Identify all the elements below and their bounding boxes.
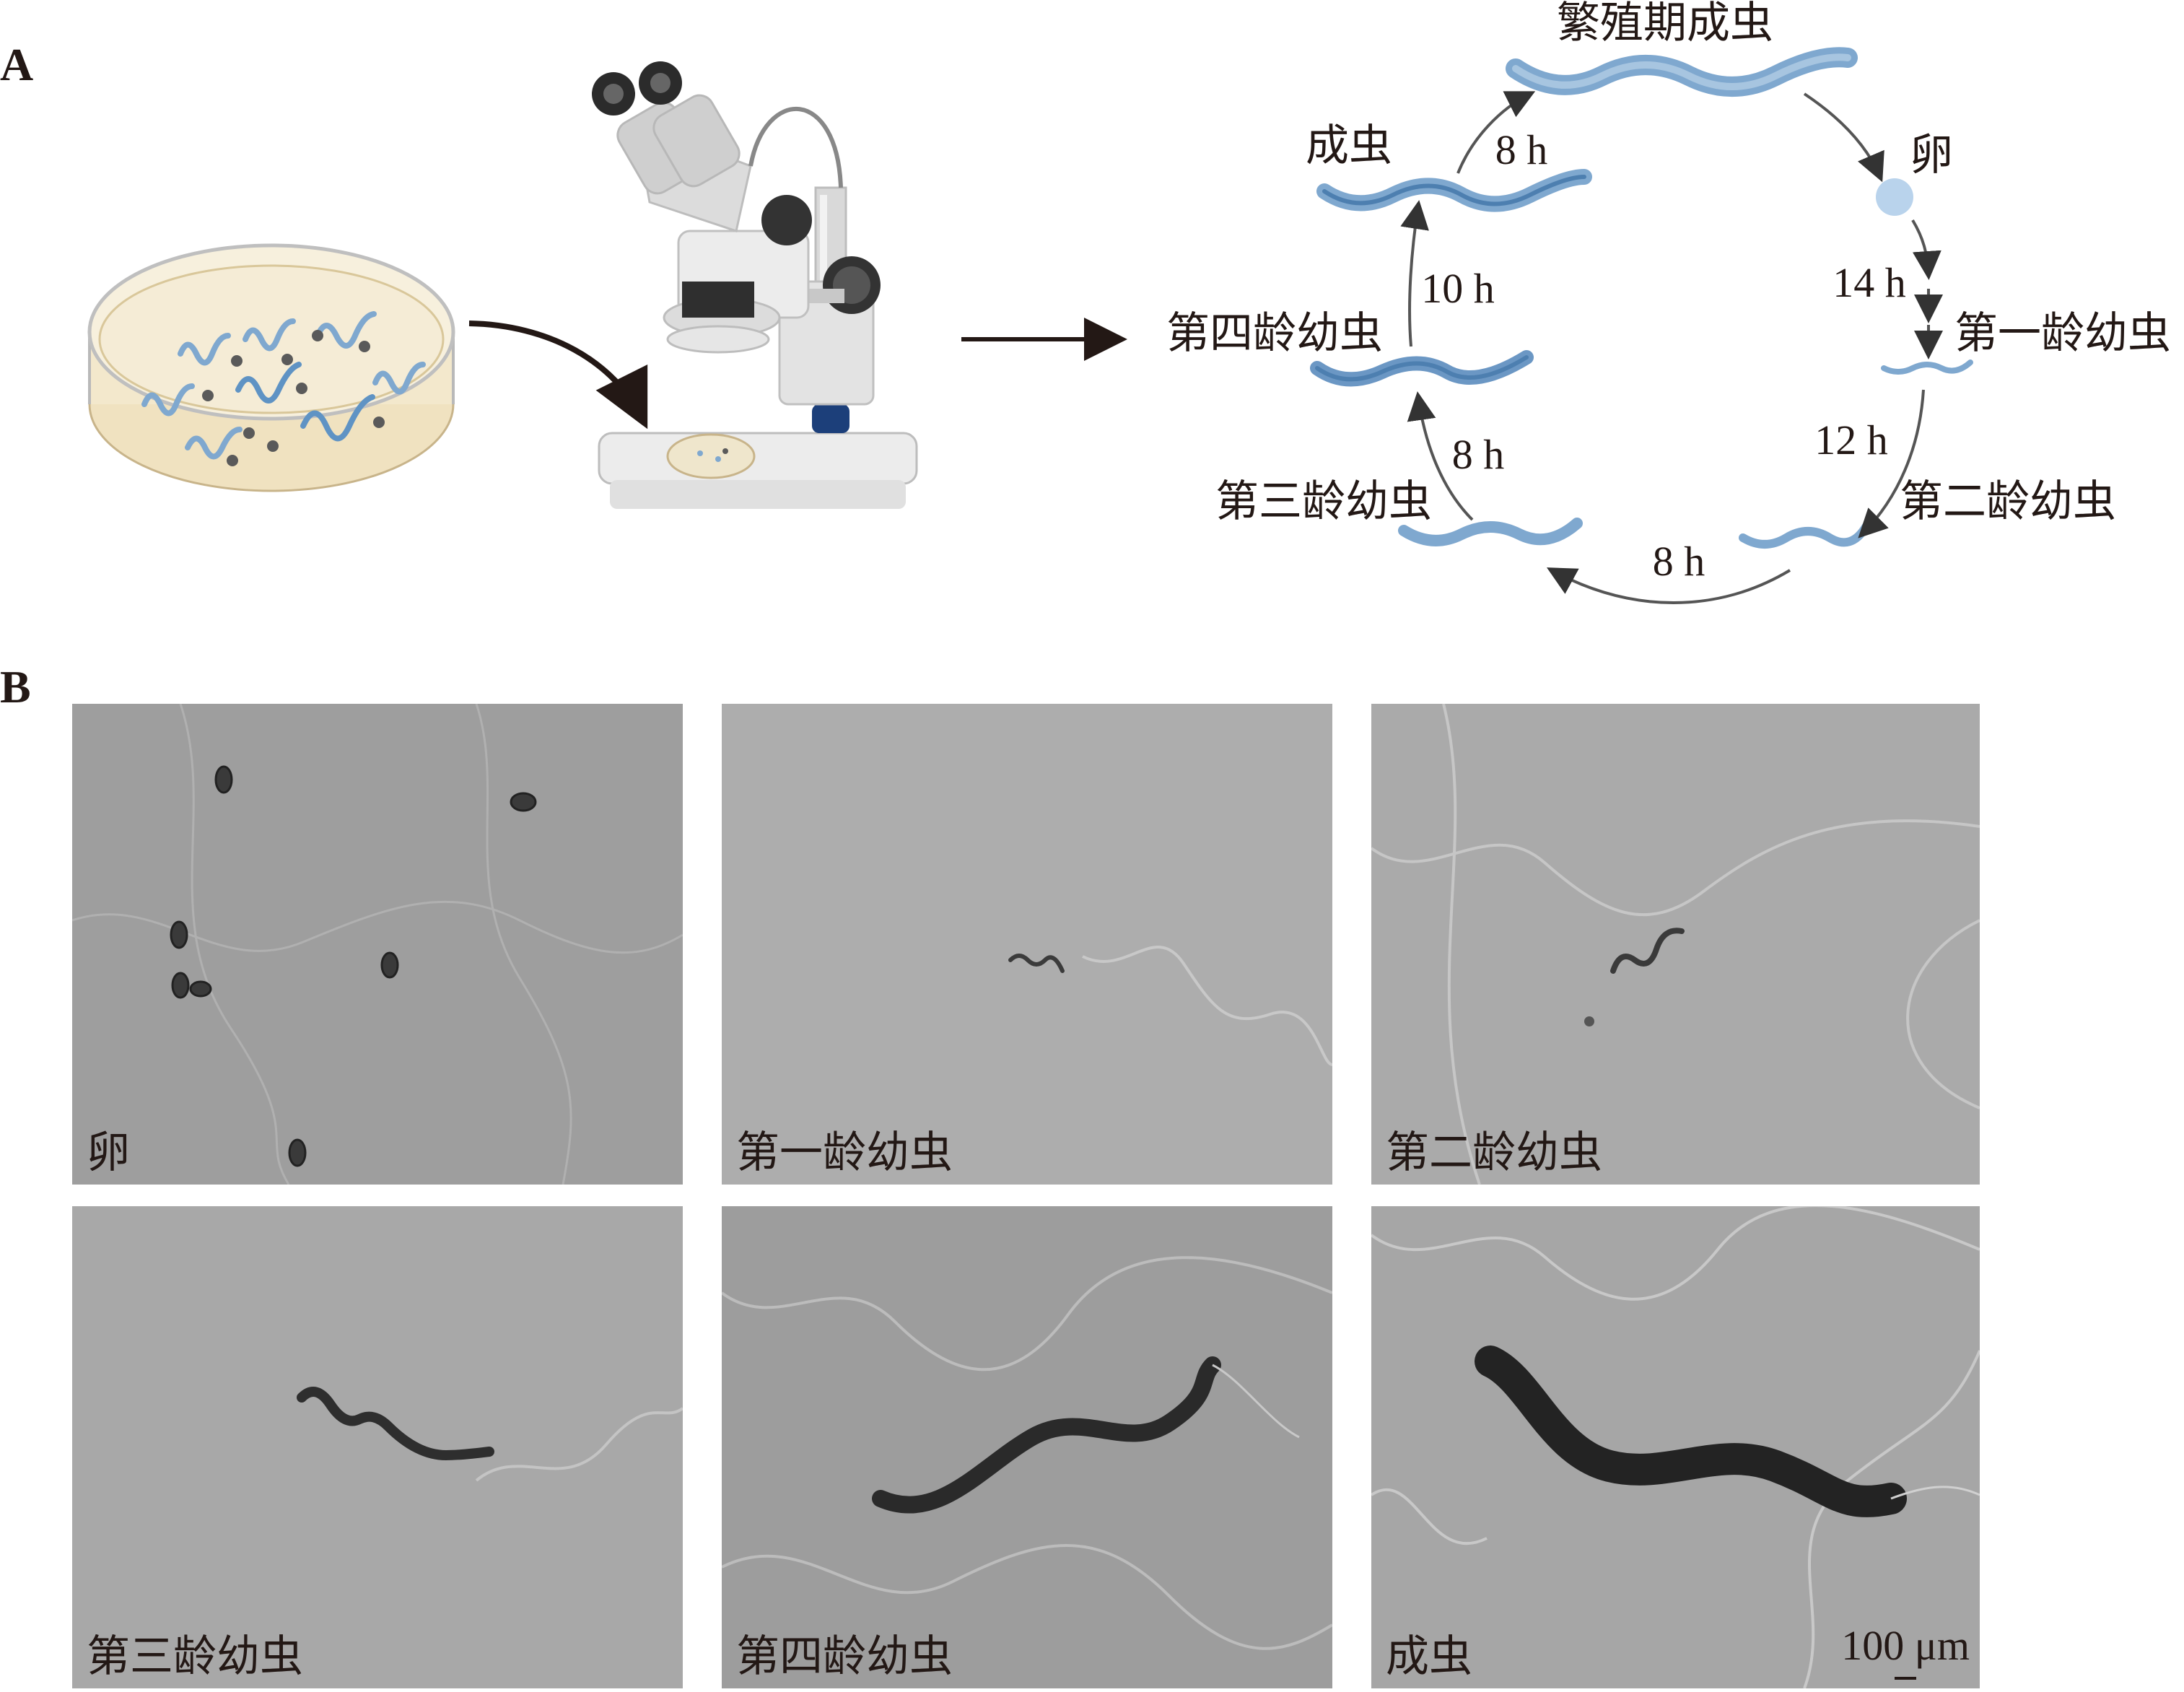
stage-label-egg: 卵 [1910, 131, 1953, 179]
stage-label-l2: 第二龄幼虫 [1900, 478, 2116, 526]
panel-b-letter: B [0, 661, 31, 712]
duration-egg-to-l1: 14 h [1833, 259, 1906, 306]
duration-l2-to-l3: 8 h [1652, 538, 1705, 585]
scale-bar [1895, 1677, 1916, 1680]
petri-dish-icon [87, 243, 455, 492]
stage-label-gravid-adult: 繁殖期成虫 [1557, 0, 1773, 47]
stage-label-l1: 第一龄幼虫 [1954, 310, 2171, 357]
lifecycle-arrows [1400, 91, 1943, 604]
l3-photo-content [297, 1387, 683, 1482]
micrograph-label-l4: 第四龄幼虫 [736, 1633, 953, 1680]
duration-l4-to-adult: 10 h [1421, 265, 1495, 312]
micrograph-label-l3: 第三龄幼虫 [87, 1633, 303, 1680]
micrograph-l4: 第四龄幼虫 [722, 1206, 1332, 1688]
l4-worm-icon [1310, 350, 1534, 387]
micrograph-l3: 第三龄幼虫 [72, 1206, 683, 1688]
stage-label-adult: 成虫 [1306, 122, 1392, 170]
micrograph-l2: 第二龄幼虫 [1371, 704, 1980, 1185]
panel-a-illustration [87, 47, 1973, 604]
microscope-icon [592, 61, 918, 509]
curved-arrow-icon [468, 320, 648, 429]
l4-photo-content [722, 1256, 1332, 1650]
lifecycle-worms [1310, 47, 1973, 549]
l1-worm-icon [1881, 359, 1973, 375]
duration-adult-to-gravid: 8 h [1495, 126, 1548, 173]
l1-photo-content [1008, 946, 1332, 1066]
stage-label-l4: 第四龄幼虫 [1166, 310, 1383, 357]
micrograph-adult: 成虫 100 μm [1371, 1206, 1980, 1688]
egg-icon [1876, 178, 1913, 216]
adult-photo-content [1371, 1206, 1980, 1688]
duration-l3-to-l4: 8 h [1451, 431, 1505, 478]
l2-photo-content [1371, 704, 1980, 1185]
scale-bar-label: 100 μm [1841, 1622, 1970, 1669]
l3-worm-icon [1398, 518, 1583, 546]
duration-l1-to-l2: 12 h [1814, 417, 1888, 463]
micrograph-label-l2: 第二龄幼虫 [1386, 1129, 1602, 1177]
micrograph-l1: 第一龄幼虫 [722, 704, 1332, 1185]
micrograph-label-egg: 卵 [87, 1129, 130, 1177]
egg-photo-content [72, 704, 683, 1185]
micrograph-label-adult: 成虫 [1386, 1633, 1472, 1680]
micrograph-egg: 卵 [72, 704, 683, 1185]
micrograph-label-l1: 第一龄幼虫 [736, 1129, 953, 1177]
panel-a-letter: A [0, 39, 34, 90]
stage-label-l3: 第三龄幼虫 [1215, 478, 1432, 526]
l2-worm-icon [1739, 523, 1870, 549]
